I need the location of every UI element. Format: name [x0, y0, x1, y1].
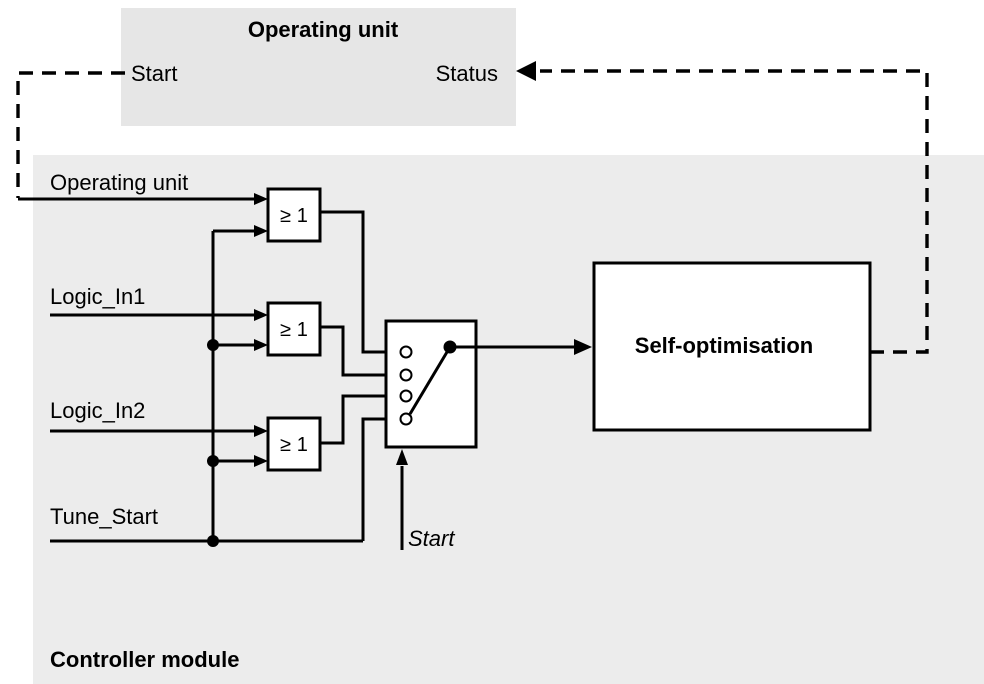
arrowhead-logic-in2-input	[254, 425, 268, 437]
status-arrowhead	[516, 61, 536, 81]
arrowhead-selector-output	[574, 339, 592, 355]
selector-switch	[384, 319, 478, 449]
selector-switch-arm	[408, 346, 452, 415]
operating-unit-title: Operating unit	[248, 17, 399, 42]
arrowhead-selector-control	[396, 449, 408, 465]
arrowhead-logic-in1-input	[254, 309, 268, 321]
selector-port-3	[399, 389, 413, 403]
self-optimisation-label: Self-optimisation	[635, 333, 813, 358]
selector-port-4	[399, 412, 413, 426]
junction-dot-tune-start	[207, 535, 219, 547]
self-optimisation-block	[592, 261, 872, 432]
arrowhead-bus-gate2	[254, 339, 268, 351]
input-label-operating-unit: Operating unit	[50, 170, 188, 195]
or-gate-3-label: ≥ 1	[280, 434, 308, 456]
wire-gate3-to-selector	[320, 394, 400, 445]
or-gate-1-label: ≥ 1	[280, 205, 308, 227]
wire-gate2-to-selector	[320, 325, 400, 377]
selector-control-label: Start	[408, 526, 455, 551]
input-label-tune-start: Tune_Start	[50, 504, 158, 529]
junction-dot-gate3	[207, 455, 219, 467]
arrowhead-bus-gate1	[254, 225, 268, 237]
arrowhead-bus-gate3	[254, 455, 268, 467]
selector-port-1	[399, 345, 413, 359]
or-gate-3	[266, 416, 322, 472]
input-label-logic-in1: Logic_In1	[50, 284, 145, 309]
operating-unit-status-label: Status	[436, 61, 498, 86]
or-gate-2-label: ≥ 1	[280, 319, 308, 341]
controller-module-title: Controller module	[50, 647, 239, 672]
or-gate-1	[266, 187, 322, 243]
selector-port-2	[399, 368, 413, 382]
start-dashed-line	[16, 71, 125, 198]
or-gate-2	[266, 301, 322, 357]
operating-unit-start-label: Start	[131, 61, 177, 86]
operating-unit-panel	[121, 8, 516, 126]
junction-dot-gate2	[207, 339, 219, 351]
arrowhead-operating-unit-input	[254, 193, 268, 205]
wire-gate1-to-selector	[320, 210, 400, 354]
status-dashed-line	[540, 69, 929, 354]
input-label-logic-in2: Logic_In2	[50, 398, 145, 423]
